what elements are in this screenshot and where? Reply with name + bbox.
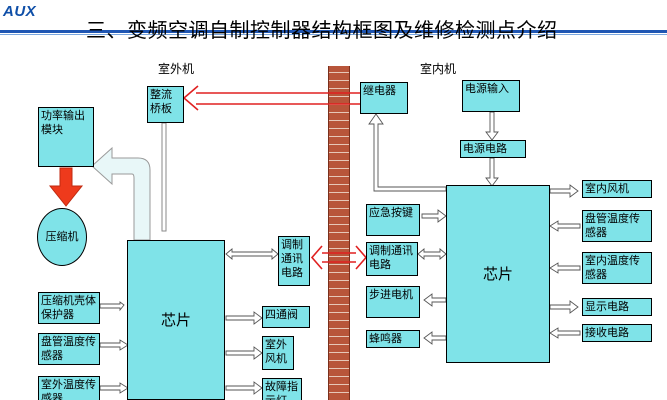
indoor-coil-sensor-to-chip-arrow xyxy=(549,220,581,232)
buzzer-box: 蜂鸣器 xyxy=(366,330,420,348)
power-circuit-box: 电源电路 xyxy=(460,140,526,158)
rectifier-to-module-arrow xyxy=(161,122,167,232)
power-input-to-power-circuit-arrow xyxy=(485,111,499,141)
power-output-module-box: 功率输出模块 xyxy=(38,107,94,167)
receiver-circuit-box: 接收电路 xyxy=(582,324,652,342)
display-circuit-box: 显示电路 xyxy=(582,298,652,316)
outdoor-temp-sensor-to-chip-arrow xyxy=(99,382,129,394)
outdoor-coil-sensor-to-chip-arrow xyxy=(99,339,129,351)
four-way-valve-box: 四通阀 xyxy=(262,306,310,328)
indoor-temp-sensor-box: 室内温度传感器 xyxy=(582,252,652,284)
brick-wall xyxy=(328,66,350,400)
shell-protector-to-chip-arrow xyxy=(99,301,125,312)
emergency-button-to-chip-arrow xyxy=(421,209,447,223)
rectifier-bridge-box: 整流桥板 xyxy=(147,86,184,123)
power-input-box: 电源输入 xyxy=(462,80,520,112)
receiver-to-chip-arrow xyxy=(549,327,581,339)
outdoor-chip-box: 芯片 xyxy=(127,240,225,400)
outdoor-unit-label: 室外机 xyxy=(158,62,195,76)
chip-to-outdoor-fan-arrow xyxy=(225,346,263,360)
outdoor-coil-temp-sensor-box: 盘管温度传感器 xyxy=(38,333,100,365)
relay-to-rectifier-power-arrow xyxy=(182,85,360,111)
outdoor-temp-sensor-box: 室外温度传感器 xyxy=(38,376,100,400)
module-to-compressor-arrow xyxy=(48,167,84,207)
relay-box: 继电器 xyxy=(360,82,408,114)
aux-logo: AUX xyxy=(3,3,37,20)
stepper-motor-box: 步进电机 xyxy=(366,286,420,318)
fault-indicator-box: 故障指示灯 xyxy=(262,378,302,400)
indoor-temp-sensor-to-chip-arrow xyxy=(549,262,581,274)
compressor-shell-protector-box: 压缩机壳体保护器 xyxy=(38,292,100,324)
outdoor-fan-box: 室外风机 xyxy=(262,336,294,370)
chip-to-four-way-valve-arrow xyxy=(225,311,263,325)
chip-to-fault-indicator-arrow xyxy=(225,381,263,395)
outdoor-chip-comm-arrow xyxy=(225,248,279,260)
comm-link-arrow xyxy=(310,245,368,270)
page-title: 三、变频空调自制控制器结构框图及维修检测点介绍 xyxy=(86,18,558,42)
chip-to-stepper-arrow xyxy=(423,293,447,307)
power-circuit-to-chip-arrow xyxy=(485,157,499,187)
header-rule xyxy=(0,30,667,33)
indoor-comm-circuit-box: 调制通讯电路 xyxy=(366,242,418,276)
emergency-button-box: 应急按键 xyxy=(366,204,420,236)
header-rule-thin xyxy=(0,34,667,35)
indoor-unit-label: 室内机 xyxy=(420,62,457,76)
compressor-circle: 压缩机 xyxy=(37,208,87,266)
chip-to-power-module-arrow xyxy=(91,146,151,241)
chip-to-display-arrow xyxy=(549,300,579,314)
indoor-chip-to-relay-arrow xyxy=(368,113,447,192)
indoor-fan-box: 室内风机 xyxy=(582,180,652,198)
chip-to-buzzer-arrow xyxy=(423,331,447,345)
outdoor-comm-circuit-box: 调制通讯电路 xyxy=(278,236,310,286)
chip-to-indoor-fan-arrow xyxy=(549,184,579,198)
indoor-chip-box: 芯片 xyxy=(446,185,550,363)
indoor-comm-chip-arrow xyxy=(417,248,447,260)
indoor-coil-temp-sensor-box: 盘管温度传感器 xyxy=(582,210,652,242)
